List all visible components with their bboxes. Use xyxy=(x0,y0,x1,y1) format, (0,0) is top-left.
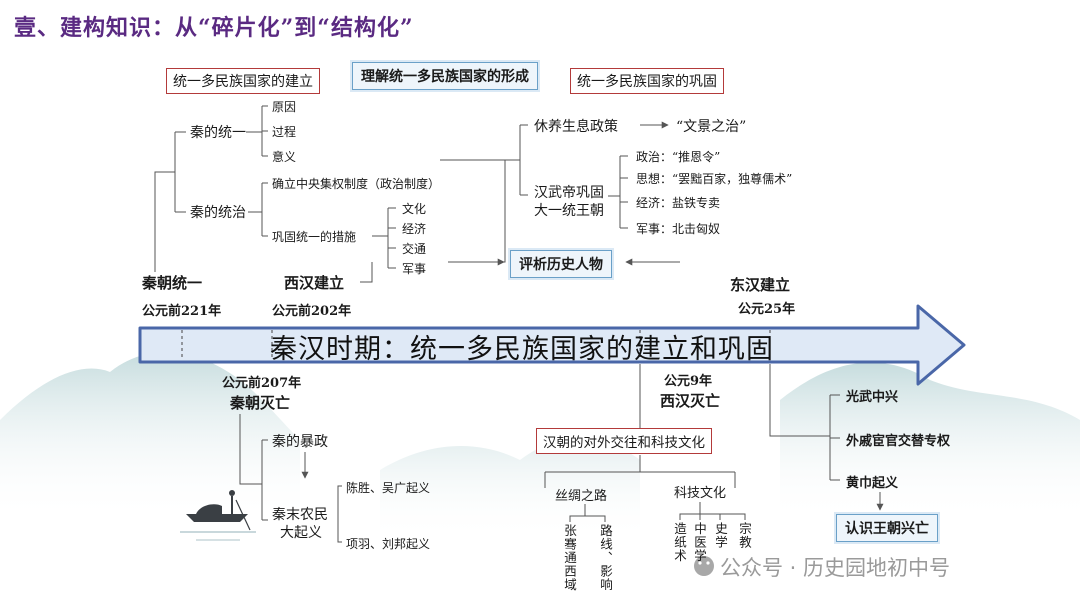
silk-item-zhangqian: 张骞通西域 xyxy=(562,524,577,592)
evaluate-figures-box: 评析历史人物 xyxy=(510,250,612,278)
qin-unify-item-reason: 原因 xyxy=(272,100,297,114)
qin-rule-item-centralization: 确立中央集权制度（政治制度） xyxy=(272,177,441,191)
silk-road-label: 丝绸之路 xyxy=(555,489,608,504)
wechat-icon xyxy=(694,556,714,576)
xihan-found-event: 西汉建立 xyxy=(284,274,345,292)
measure-culture: 文化 xyxy=(402,202,427,216)
donghan-item-yellow-turban: 黄巾起义 xyxy=(846,476,899,491)
xihan-found-date: 公元前202年 xyxy=(272,304,352,319)
connector-lines xyxy=(154,105,884,543)
qin-unify-event: 秦朝统一 xyxy=(142,274,203,292)
timeline-arrow-text: 秦汉时期：统一多民族国家的建立和巩固 xyxy=(270,334,774,365)
wudi-item-economy: 经济：盐铁专卖 xyxy=(636,196,721,210)
watermark-text: 公众号 · 历史园地初中号 xyxy=(720,556,951,580)
wudi-line1: 汉武帝巩固 xyxy=(534,185,604,201)
header-center-box: 理解统一多民族国家的形成 xyxy=(352,62,538,90)
timeline-arrow xyxy=(138,304,966,386)
page-title: 壹、建构知识：从“碎片化”到“结构化” xyxy=(14,15,414,41)
xihan-fall-event: 西汉灭亡 xyxy=(660,392,721,410)
boat-illustration xyxy=(180,490,256,541)
qin-unify-date: 公元前221年 xyxy=(142,304,222,319)
qin-fall-event: 秦朝灭亡 xyxy=(230,394,291,412)
tech-item-history: 史学 xyxy=(713,522,728,549)
donghan-item-guangwu: 光武中兴 xyxy=(846,390,899,405)
silk-item-route: 路线、影响 xyxy=(598,524,613,592)
tech-culture-label: 科技文化 xyxy=(674,486,727,501)
qin-tyranny-label: 秦的暴政 xyxy=(272,434,328,450)
wudi-item-military: 军事：北击匈奴 xyxy=(636,222,721,236)
measure-economy: 经济 xyxy=(402,222,427,236)
qin-uprising-line2: 大起义 xyxy=(280,525,322,541)
header-right-box: 统一多民族国家的巩固 xyxy=(570,68,724,94)
wudi-item-thought: 思想：“罢黜百家，独尊儒术” xyxy=(636,172,793,186)
uprising-xiangyu: 项羽、刘邦起义 xyxy=(346,537,431,551)
tech-item-religion: 宗教 xyxy=(737,522,752,549)
qin-rule-label: 秦的统治 xyxy=(190,205,246,221)
han-policy-label: 休养生息政策 xyxy=(534,119,618,135)
measure-military: 军事 xyxy=(402,262,427,276)
qin-unify-label: 秦的统一 xyxy=(190,125,246,141)
xihan-fall-date: 公元9年 xyxy=(664,374,713,389)
measure-transport: 交通 xyxy=(402,242,427,256)
donghan-found-date: 公元25年 xyxy=(738,302,796,317)
donghan-found-event: 东汉建立 xyxy=(730,276,791,294)
qin-fall-date: 公元前207年 xyxy=(222,376,302,391)
qin-unify-item-process: 过程 xyxy=(272,125,297,139)
dynasty-rise-fall-box: 认识王朝兴亡 xyxy=(836,514,938,542)
uprising-chensheng: 陈胜、吴广起义 xyxy=(346,481,431,495)
tech-item-paper: 造纸术 xyxy=(672,522,687,563)
qin-uprising-line1: 秦末农民 xyxy=(272,507,328,523)
mountain-background xyxy=(0,352,1080,540)
qin-unify-item-meaning: 意义 xyxy=(272,150,297,164)
wudi-line2: 大一统王朝 xyxy=(534,203,604,219)
header-left-box: 统一多民族国家的建立 xyxy=(166,68,320,94)
tech-item-medicine: 中医学 xyxy=(692,522,707,563)
qin-rule-item-measures: 巩固统一的措施 xyxy=(272,230,357,244)
han-culture-box: 汉朝的对外交往和科技文化 xyxy=(536,428,712,454)
wenjing-rule-label: “文景之治” xyxy=(676,119,747,135)
timeline-ticks xyxy=(181,330,771,360)
wudi-item-politics: 政治：“推恩令” xyxy=(636,150,721,164)
donghan-item-eunuch: 外戚宦官交替专权 xyxy=(846,434,951,449)
